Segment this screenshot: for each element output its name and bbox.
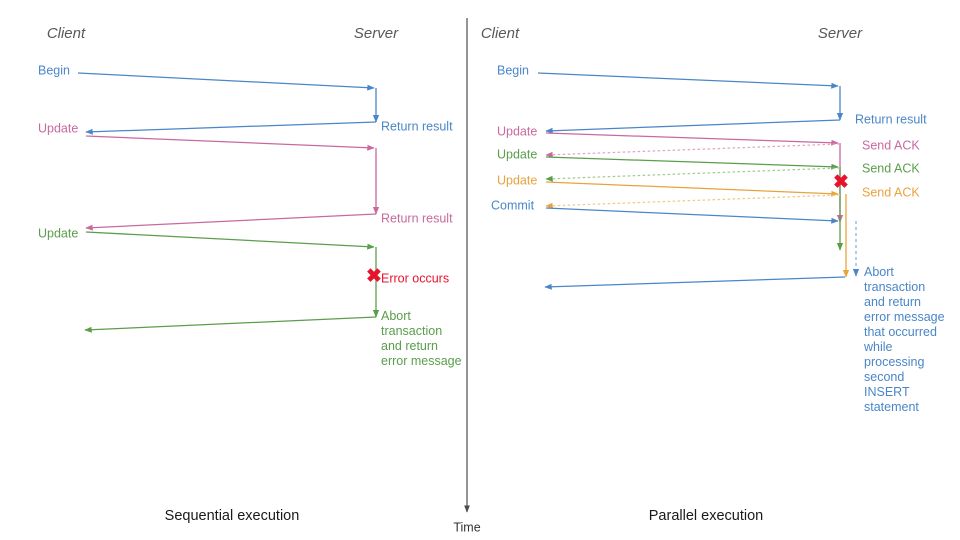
message-label: Begin: [497, 63, 529, 77]
message-arrow-to-client: [545, 167, 841, 182]
message-label: Send ACK: [862, 185, 920, 199]
error-x-icon: ✖: [366, 266, 382, 287]
message-label: Send ACK: [862, 138, 920, 152]
note-line: transaction: [381, 324, 442, 338]
message-arrow-to-client: [85, 213, 377, 231]
note-line: statement: [864, 400, 919, 414]
note-line: error message: [864, 310, 945, 324]
time-axis: Time: [453, 18, 481, 534]
message-label: Return result: [381, 119, 453, 133]
note-line: Abort: [864, 265, 894, 279]
actor-header-client: Client: [481, 25, 520, 42]
actor-header-server: Server: [818, 25, 863, 42]
note-line: and return: [864, 295, 921, 309]
actor-header-client: Client: [47, 25, 86, 42]
message-arrow-to-server: [85, 135, 375, 151]
note-line: and return: [381, 339, 438, 353]
message-label: Update: [497, 124, 537, 138]
message-arrow-to-client: [544, 276, 846, 290]
error-x-icon: ✖: [833, 172, 849, 193]
message-label: Return result: [381, 211, 453, 225]
message-label: Return result: [855, 112, 927, 126]
note-line: that occurred: [864, 325, 937, 339]
message-arrow-to-server: [545, 132, 839, 146]
message-arrow-to-server: [545, 181, 839, 197]
panel-caption: Parallel execution: [649, 508, 763, 524]
time-axis-label: Time: [453, 520, 480, 534]
message-arrow-to-client: [545, 194, 841, 209]
message-label: Begin: [38, 63, 70, 77]
message-label: Update: [38, 121, 78, 135]
message-arrow-to-server: [77, 72, 375, 91]
message-label: Update: [497, 173, 537, 187]
note-line: INSERT: [864, 385, 910, 399]
note-line: Abort: [381, 309, 411, 323]
message-label: Commit: [491, 198, 535, 212]
note-line: second: [864, 370, 904, 384]
message-arrow-to-server: [537, 72, 839, 89]
note-line: while: [863, 340, 893, 354]
panel-caption: Sequential execution: [165, 508, 300, 524]
message-arrow-to-server: [545, 207, 839, 224]
message-arrow-to-server: [85, 231, 375, 250]
note-line: processing: [864, 355, 924, 369]
message-arrow-to-client: [85, 121, 377, 135]
message-label: Update: [38, 226, 78, 240]
note-line: error message: [381, 354, 462, 368]
message-arrow-to-client: [545, 143, 841, 158]
message-label: Update: [497, 147, 537, 161]
actor-header-server: Server: [354, 25, 399, 42]
message-arrow-to-client: [545, 119, 841, 134]
note-line: transaction: [864, 280, 925, 294]
message-arrow-to-client: [84, 316, 377, 333]
error-occurs-label: Error occurs: [381, 271, 449, 285]
message-label: Send ACK: [862, 161, 920, 175]
message-arrow-to-server: [545, 156, 839, 170]
